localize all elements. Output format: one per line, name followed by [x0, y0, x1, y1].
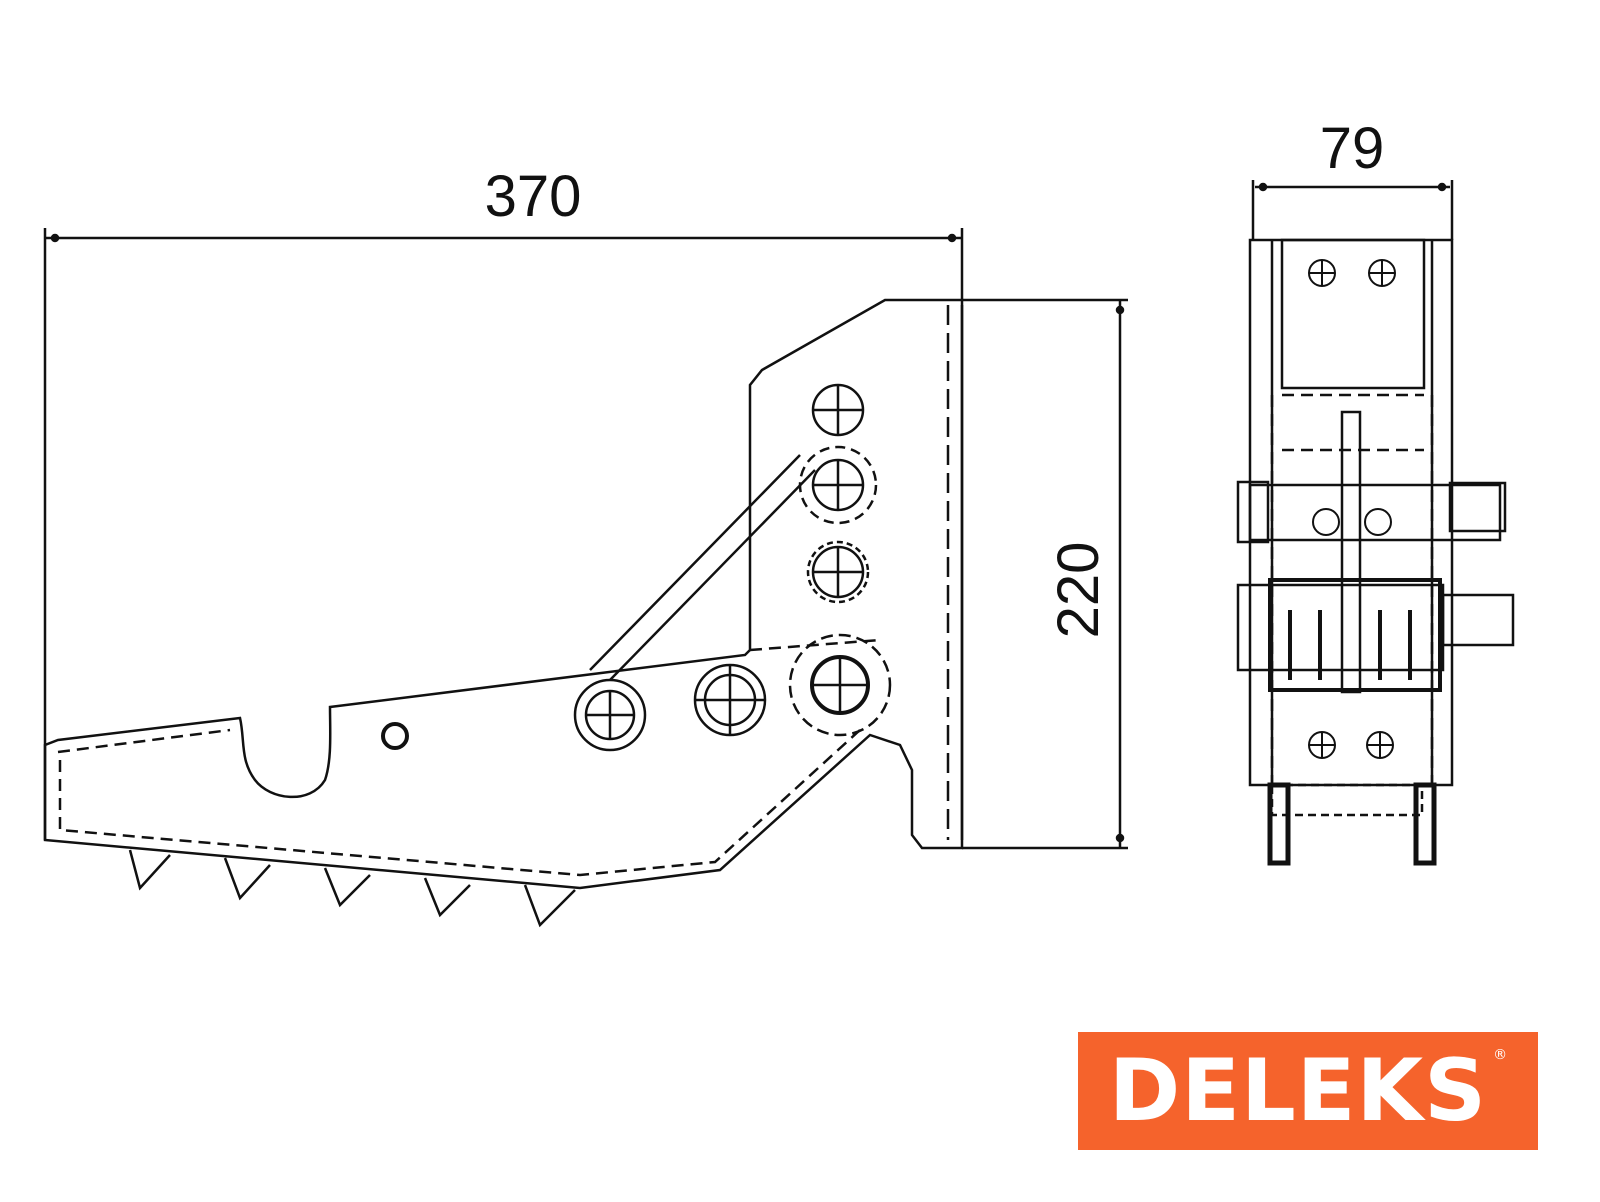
- dimension-width: [1251, 180, 1454, 240]
- height-label: 220: [1046, 542, 1111, 639]
- deleks-logo: DELEKS ®: [1078, 1032, 1538, 1150]
- front-view: [1236, 238, 1515, 866]
- length-label: 370: [485, 164, 582, 229]
- registered-mark: ®: [1493, 1047, 1508, 1063]
- logo-text: DELEKS: [1108, 1041, 1488, 1141]
- width-label: 79: [1320, 116, 1385, 181]
- side-view: [43, 298, 964, 928]
- dimension-height: [962, 298, 1128, 850]
- dimension-length: [43, 228, 964, 840]
